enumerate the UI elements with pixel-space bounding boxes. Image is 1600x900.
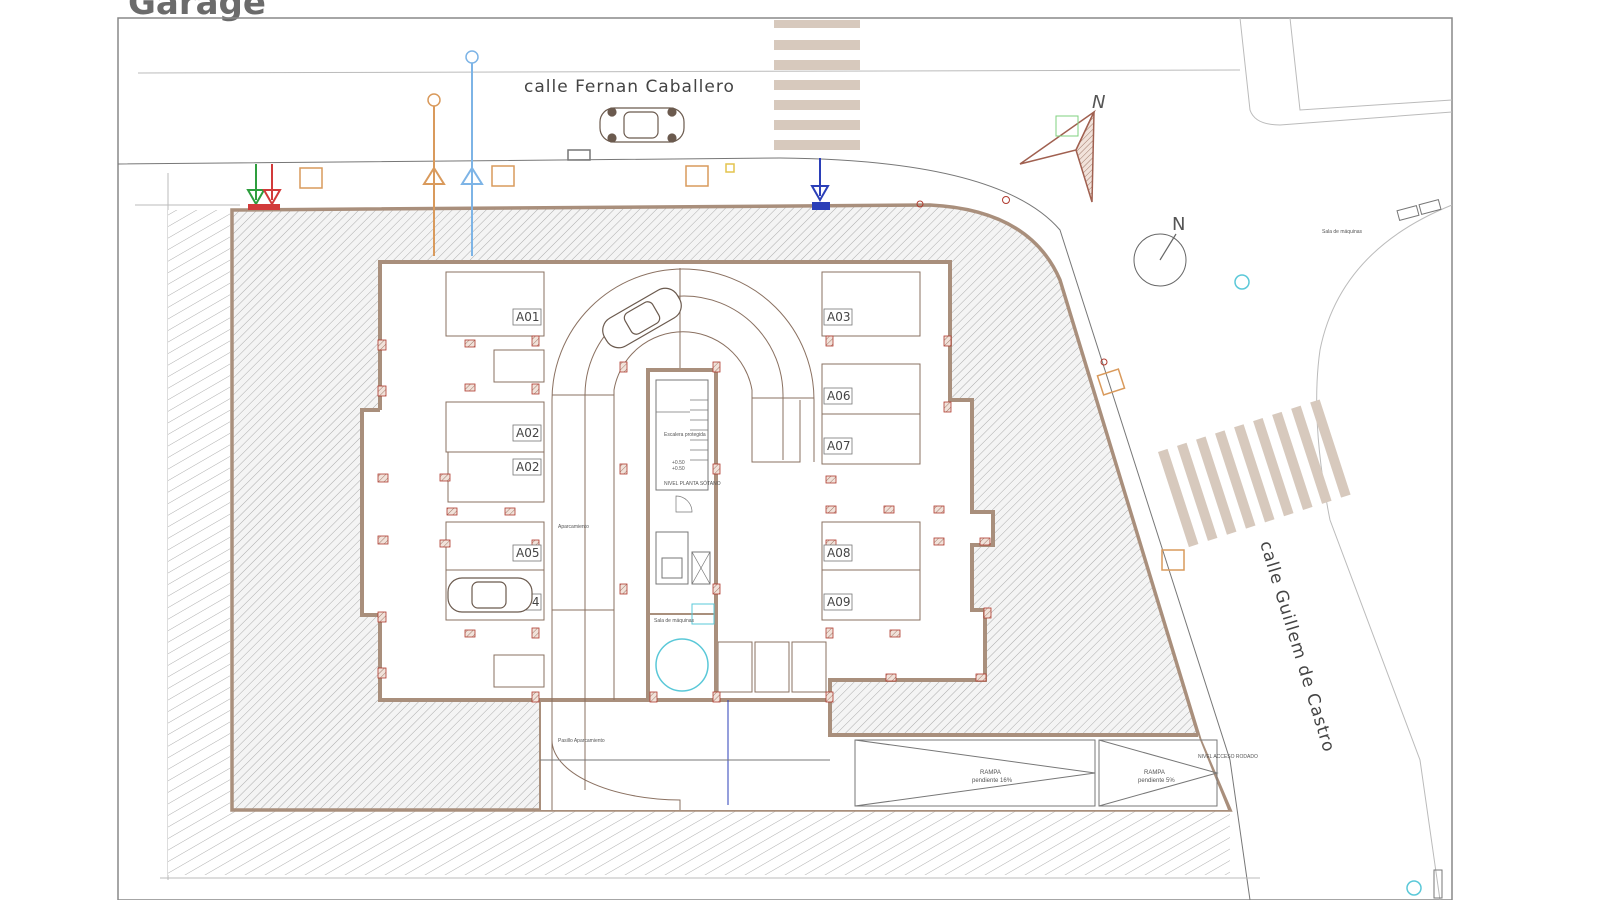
ramp-1-slope: pendiente 16% bbox=[972, 778, 1013, 784]
level-label-1: +0.50 bbox=[672, 460, 685, 466]
car-icon-ramp bbox=[602, 287, 682, 349]
north-arrow-icon: N bbox=[1019, 92, 1105, 203]
unit-label-a06: A06 bbox=[827, 389, 850, 403]
aparcamiento-label: Aparcamiento bbox=[558, 524, 589, 530]
north-arrow-label: N bbox=[1092, 92, 1105, 113]
sala-maquinas-street-label: Sala de máquinas bbox=[1322, 229, 1363, 235]
ramp-2-slope: pendiente 5% bbox=[1138, 778, 1175, 784]
pasillo-label: Pasillo Aparcamiento bbox=[558, 738, 605, 744]
parking-floor-walls bbox=[378, 260, 1198, 737]
unit-label-a02-b: A02 bbox=[516, 460, 539, 474]
room-annotations: Aparcamiento Escalera protegida +0.50 +0… bbox=[558, 229, 1363, 744]
car-icon-stall bbox=[447, 577, 533, 613]
parking-floor bbox=[362, 262, 1228, 810]
unit-label-a03: A03 bbox=[827, 310, 850, 324]
street-furniture bbox=[299, 149, 1185, 571]
east-street-label: calle Guillem de Castro bbox=[1255, 539, 1338, 755]
unit-label-a09: A09 bbox=[827, 595, 850, 609]
compass-icon: N bbox=[1133, 214, 1187, 287]
street-markers bbox=[916, 196, 1443, 899]
car-icon bbox=[599, 107, 685, 143]
ramp-2-title: RAMPA bbox=[1144, 770, 1165, 776]
structural-columns bbox=[377, 335, 992, 703]
service-corridor bbox=[540, 700, 830, 805]
escalera-label: Escalera protegida bbox=[664, 432, 706, 438]
compass-label: N bbox=[1172, 214, 1185, 235]
ramps: RAMPA pendiente 16% RAMPA pendiente 5% N… bbox=[854, 739, 1258, 807]
page-title: Garage bbox=[128, 0, 266, 23]
unit-label-a07: A07 bbox=[827, 439, 850, 453]
ramp-1-title: RAMPA bbox=[980, 770, 1001, 776]
north-street-label: calle Fernan Caballero bbox=[524, 77, 735, 97]
crosswalk-east bbox=[1158, 399, 1351, 548]
utility-arrows bbox=[246, 50, 830, 256]
access-level-label: NIVEL ACCESO RODADO bbox=[1198, 754, 1258, 760]
unit-label-a05: A05 bbox=[516, 546, 539, 560]
nivel-planta-label: NIVEL PLANTA SÓTANO bbox=[664, 480, 721, 487]
unit-label-a01: A01 bbox=[516, 310, 539, 324]
unit-labels: A01 A02 A02 A03 A04 A05 A06 A07 A08 A09 bbox=[512, 308, 853, 611]
unit-label-a02: A02 bbox=[516, 426, 539, 440]
unit-label-a08: A08 bbox=[827, 546, 850, 560]
stair-core bbox=[646, 368, 718, 702]
crosswalk-north bbox=[774, 20, 860, 150]
drawing-frame bbox=[117, 17, 1453, 900]
level-label-2: +0.50 bbox=[672, 466, 685, 472]
sala-maquinas-label: Sala de máquinas bbox=[654, 618, 695, 624]
